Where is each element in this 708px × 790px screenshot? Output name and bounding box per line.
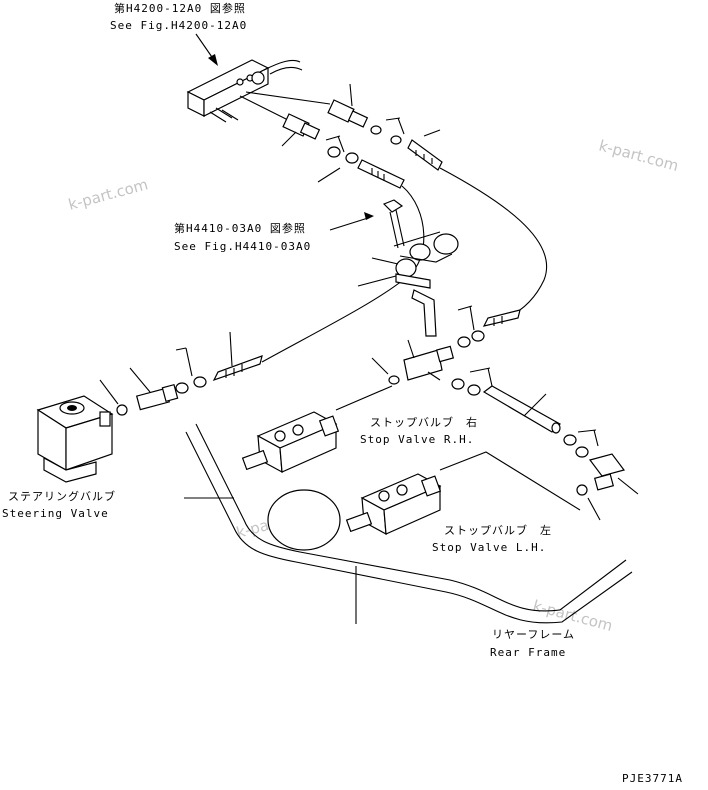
manifold-block: [186, 59, 331, 123]
hose-clamp: [393, 231, 459, 263]
drawing-number: PJE3771A: [622, 772, 683, 785]
elbow-fitting-top: [281, 113, 321, 147]
stop-valve-rh-leader: [335, 385, 393, 411]
steel-pipe: [482, 385, 561, 434]
stop-valve-lh-jp-label: ストップバルブ 左: [444, 523, 552, 537]
watermark: k-part.com: [597, 136, 681, 175]
hose-sleeve-left-branch: [212, 331, 263, 382]
nut-right-branch: [457, 305, 485, 348]
bracket: [411, 289, 437, 337]
rear-frame-en-label: Rear Frame: [490, 646, 566, 659]
nut-top: [325, 135, 359, 164]
stop-valve-lh-leader: [439, 451, 581, 511]
ref-top-en-label: See Fig.H4200-12A0: [110, 19, 247, 32]
nut-pipe-end: [563, 429, 599, 458]
hose-sleeve-top-right: [407, 129, 443, 171]
clamp-lower: [357, 257, 431, 289]
o-ring-lh: [576, 484, 601, 521]
ref-mid-arrow: [329, 212, 374, 231]
connector-fitting-left: [129, 367, 179, 411]
o-ring-mid: [371, 357, 400, 385]
o-ring-left: [99, 379, 128, 416]
nut-lower-right: [451, 367, 493, 396]
watermark: k-part.com: [66, 175, 150, 214]
stop-valve-rh-en-label: Stop Valve R.H.: [360, 433, 474, 446]
hose-sleeve-right-branch: [482, 309, 521, 327]
connector-fitting-top: [327, 83, 369, 128]
nut-left-branch: [175, 347, 207, 394]
stop-valve-lh: [345, 473, 442, 536]
o-ring-top: [370, 117, 405, 145]
tee-fitting: [403, 339, 455, 381]
bolt: [382, 199, 405, 249]
steering-valve: [36, 395, 114, 483]
stop-valve-lh-en-label: Stop Valve L.H.: [432, 541, 546, 554]
ref-top-arrow: [195, 33, 218, 66]
ref-top-jp-label: 第H4200-12A0 図参照: [114, 1, 246, 15]
elbow-fitting-right: [588, 453, 639, 495]
ref-mid-en-label: See Fig.H4410-03A0: [174, 240, 311, 253]
stop-valve-rh-jp-label: ストップバルブ 右: [370, 415, 478, 429]
hose-sleeve-top-left: [317, 159, 405, 189]
rear-frame: [185, 423, 633, 624]
stop-valve-rh: [241, 411, 340, 474]
steering-valve-en-label: Steering Valve: [2, 507, 109, 520]
ref-mid-jp-label: 第H4410-03A0 図参照: [174, 221, 306, 235]
rear-frame-jp-label: リヤーフレーム: [492, 628, 575, 641]
steering-valve-jp-label: ステアリングバルブ: [8, 489, 116, 503]
